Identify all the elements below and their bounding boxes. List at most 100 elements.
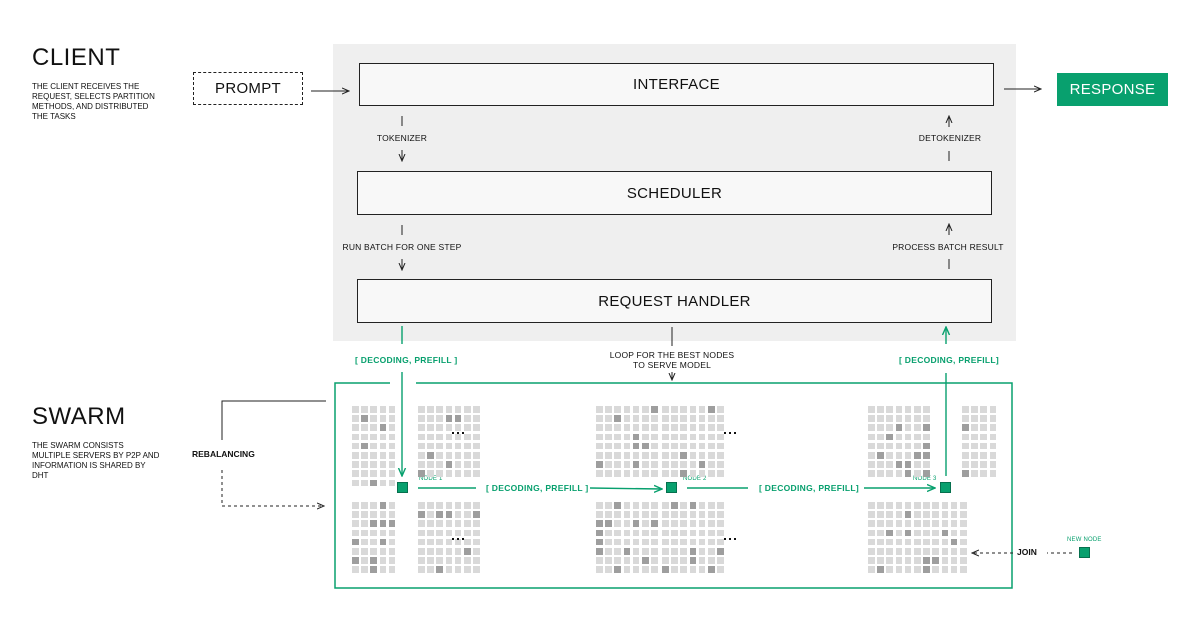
server-cell xyxy=(689,511,697,518)
server-cell xyxy=(623,566,631,573)
server-cell xyxy=(436,538,443,546)
response-button[interactable]: RESPONSE xyxy=(1057,73,1168,106)
server-cell xyxy=(623,538,631,546)
server-cell xyxy=(605,470,612,477)
server-cell xyxy=(914,406,921,413)
server-cell xyxy=(418,548,425,555)
server-cell xyxy=(886,529,893,537)
server-cell xyxy=(464,538,471,546)
prompt-box[interactable]: PROMPT xyxy=(193,72,303,105)
server-cell xyxy=(605,511,612,518)
server-cell xyxy=(623,415,631,422)
ellipsis-dot xyxy=(452,432,454,434)
server-cell xyxy=(868,433,875,441)
server-cell xyxy=(614,548,621,555)
new-node-marker[interactable] xyxy=(1079,547,1090,558)
server-cell xyxy=(671,424,678,431)
server-cell xyxy=(877,566,884,573)
server-cell xyxy=(877,557,884,564)
node1-label: NODE 1 xyxy=(419,476,443,482)
node2-marker[interactable] xyxy=(666,482,677,493)
server-cell xyxy=(671,461,678,468)
server-cell xyxy=(932,529,939,537)
server-cell xyxy=(445,461,453,468)
server-cell xyxy=(914,424,921,431)
server-cell xyxy=(680,415,687,422)
server-cell xyxy=(464,529,471,537)
node1-marker[interactable] xyxy=(397,482,408,493)
server-cell xyxy=(370,442,377,450)
server-cell xyxy=(388,442,396,450)
server-cell xyxy=(698,452,706,459)
server-cell xyxy=(698,548,706,555)
server-cell xyxy=(632,406,640,413)
server-cell xyxy=(473,566,480,573)
server-cell xyxy=(923,406,930,413)
server-cell xyxy=(623,557,631,564)
server-cell xyxy=(950,529,958,537)
server-cell xyxy=(388,433,396,441)
server-cell xyxy=(923,452,930,459)
server-cell xyxy=(418,415,425,422)
node3-marker[interactable] xyxy=(940,482,951,493)
server-cell xyxy=(662,452,669,459)
server-cell xyxy=(418,406,425,413)
server-cell xyxy=(370,424,377,431)
server-cell xyxy=(361,538,368,546)
server-cell xyxy=(454,470,462,477)
server-cell xyxy=(605,461,612,468)
server-cell xyxy=(689,502,697,509)
server-cell xyxy=(418,433,425,441)
server-cell xyxy=(436,470,443,477)
server-cell xyxy=(680,538,687,546)
server-cell xyxy=(361,479,368,487)
server-cell xyxy=(680,442,687,450)
server-cell xyxy=(868,529,875,537)
server-cell xyxy=(596,424,603,431)
server-cell xyxy=(680,529,687,537)
server-cell xyxy=(698,529,706,537)
server-cell xyxy=(388,461,396,468)
server-cell xyxy=(671,452,678,459)
server-cell xyxy=(623,511,631,518)
server-cell xyxy=(886,566,893,573)
server-cell xyxy=(454,566,462,573)
server-cell xyxy=(445,520,453,527)
server-cell xyxy=(473,452,480,459)
server-cell xyxy=(708,406,715,413)
server-cell xyxy=(717,424,724,431)
server-cell xyxy=(662,461,669,468)
server-cell xyxy=(868,538,875,546)
server-cell xyxy=(689,557,697,564)
server-cell xyxy=(445,424,453,431)
server-cell xyxy=(708,548,715,555)
server-cell xyxy=(388,406,396,413)
ellipsis-dot xyxy=(724,432,726,434)
server-cell xyxy=(671,538,678,546)
server-cell xyxy=(473,424,480,431)
server-cell xyxy=(623,502,631,509)
server-cell xyxy=(886,538,893,546)
server-cell xyxy=(904,406,912,413)
server-cell xyxy=(651,461,658,468)
server-cell xyxy=(989,406,997,413)
server-cell xyxy=(454,529,462,537)
server-cell xyxy=(708,529,715,537)
server-cell xyxy=(671,548,678,555)
server-cell xyxy=(868,566,875,573)
server-cell xyxy=(632,424,640,431)
server-cell xyxy=(886,502,893,509)
server-cell xyxy=(379,433,387,441)
server-cell xyxy=(923,470,930,477)
server-cell xyxy=(708,502,715,509)
server-cell xyxy=(895,442,903,450)
server-cell xyxy=(671,406,678,413)
server-cell xyxy=(596,470,603,477)
server-cell xyxy=(941,557,949,564)
server-cell xyxy=(651,511,658,518)
server-cell xyxy=(895,538,903,546)
decoding-in-label: [ DECODING, PREFILL ] xyxy=(355,355,458,365)
server-cell xyxy=(427,415,434,422)
decoding-out-label: [ DECODING, PREFILL] xyxy=(899,355,999,365)
server-cell xyxy=(717,548,724,555)
